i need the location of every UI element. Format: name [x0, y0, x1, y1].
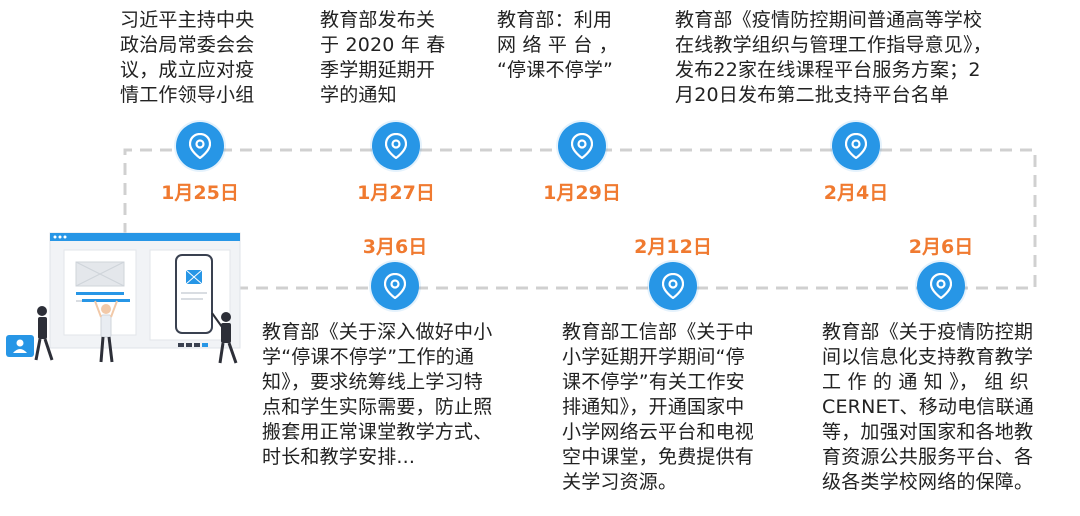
description-line: 政治局常委会会 [120, 34, 255, 56]
description-line: 时长和教学安排... [262, 446, 416, 468]
description-line: 学的通知 [320, 84, 397, 106]
event-date: 1月27日 [357, 182, 435, 204]
description-line: 工 作 的 通 知 》， 组 织 [822, 371, 1029, 393]
description-line: 教育部发布关 [320, 9, 436, 31]
location-pin-icon [649, 262, 697, 310]
description-line: “停课不停学” [497, 59, 614, 81]
description-line: CERNET、移动电信联通 [822, 396, 1034, 418]
event-description: 教育部《关于深入做好中小 学“停课不停学”工作的通 知》，要求统筹线上学习特 点… [262, 320, 492, 470]
location-pin-icon [176, 122, 224, 170]
description-line: 于 2020 年 春 [320, 34, 446, 56]
description-line: 教育部：利用 [497, 9, 613, 31]
event-description: 教育部：利用 网 络 平 台 ， “停课不停学” [497, 8, 618, 83]
description-line: 级各类学校网络的保障。 [822, 471, 1034, 493]
description-line: 习近平主持中央 [120, 9, 255, 31]
description-line: 搬套用正常课堂教学方式、 [262, 421, 493, 443]
online-learning-illustration [6, 232, 241, 364]
description-line: 等，加强对国家和各地教 [822, 421, 1034, 443]
event-description: 教育部工信部《关于中 小学延期开学期间“停 课不停学”有关工作安 排通知》，开通… [562, 320, 754, 495]
description-line: 季学期延期开 [320, 59, 436, 81]
description-line: 发布22家在线课程平台服务方案；2 [675, 59, 981, 81]
description-line: 小学网络云平台和电视 [562, 421, 755, 443]
description-line: 月20日发布第二批支持平台名单 [675, 84, 950, 106]
description-line: 育资源公共服务平台、各 [822, 446, 1034, 468]
timeline-dashed-path [123, 148, 1037, 290]
description-line: 小学延期开学期间“停 [562, 346, 745, 368]
location-pin-icon [832, 122, 880, 170]
description-line: 知》，要求统筹线上学习特 [262, 371, 483, 393]
event-date: 1月29日 [543, 182, 621, 204]
location-pin-icon [372, 122, 420, 170]
event-description: 教育部发布关 于 2020 年 春 季学期延期开 学的通知 [320, 8, 445, 108]
description-line: 教育部《关于疫情防控期 [822, 321, 1034, 343]
event-date: 2月12日 [634, 236, 712, 258]
description-line: 教育部工信部《关于中 [562, 321, 755, 343]
location-pin-icon [917, 262, 965, 310]
description-line: 学“停课不停学”工作的通 [262, 346, 475, 368]
event-date: 2月4日 [823, 182, 889, 204]
event-date: 1月25日 [161, 182, 239, 204]
description-line: 网 络 平 台 ， [497, 34, 618, 56]
description-line: 教育部《疫情防控期间普通高等学校 [675, 9, 983, 31]
description-line: 在线教学组织与管理工作指导意见》， [675, 34, 992, 56]
description-line: 空中课堂，免费提供有 [562, 446, 755, 468]
description-line: 间以信息化支持教育教学 [822, 346, 1034, 368]
location-pin-icon [371, 262, 419, 310]
description-line: 课不停学”有关工作安 [562, 371, 745, 393]
event-description: 习近平主持中央 政治局常委会会 议，成立应对疫 情工作领导小组 [120, 8, 254, 108]
description-line: 教育部《关于深入做好中小 [262, 321, 493, 343]
location-pin-icon [558, 122, 606, 170]
event-date: 2月6日 [908, 236, 974, 258]
event-description: 教育部《关于疫情防控期 间以信息化支持教育教学 工 作 的 通 知 》， 组 织… [822, 320, 1034, 495]
description-line: 点和学生实际需要，防止照 [262, 396, 493, 418]
description-line: 关学习资源。 [562, 471, 678, 493]
event-description: 教育部《疫情防控期间普通高等学校 在线教学组织与管理工作指导意见》， 发布22家… [675, 8, 992, 108]
description-line: 情工作领导小组 [120, 84, 255, 106]
description-line: 排通知》，开通国家中 [562, 396, 745, 418]
description-line: 议，成立应对疫 [120, 59, 255, 81]
event-date: 3月6日 [362, 236, 428, 258]
